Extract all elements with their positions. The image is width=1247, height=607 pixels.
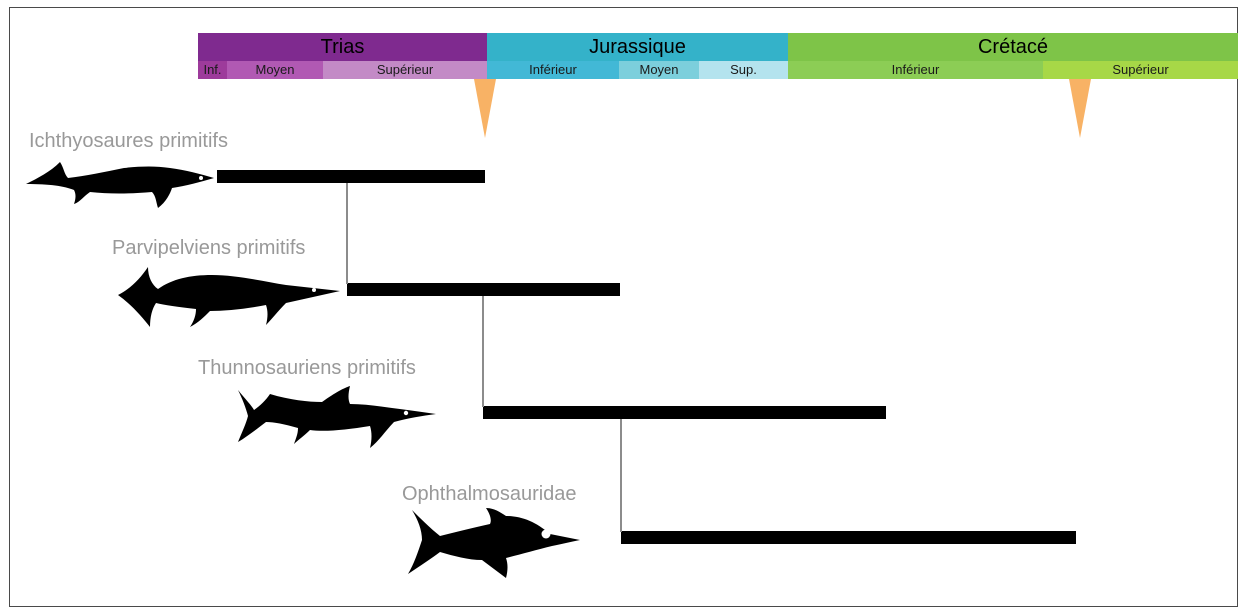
clade-label-ichthyosaures-primitifs: Ichthyosaures primitifs [29,130,228,153]
epoch-cretace-inferieur: Inférieur [788,61,1043,79]
extinction-marker-trias-jurassique [474,79,496,138]
epoch-cretace-superieur: Supérieur [1043,61,1238,79]
extinction-marker-cenomanien [1069,79,1091,138]
tree-connector-3 [620,419,622,532]
period-jurassique: Jurassique [487,33,788,61]
early-thunnosaurian-silhouette [236,386,438,452]
range-bar-thunnosauriens-primitifs [483,406,886,419]
clade-label-ophthalmosauridae: Ophthalmosauridae [402,483,577,506]
clade-label-parvipelviens-primitifs: Parvipelviens primitifs [112,237,305,260]
range-bar-parvipelviens-primitifs [347,283,620,296]
epoch-jurassique-inferieur: Inférieur [487,61,619,79]
tree-connector-1 [346,183,348,284]
epoch-trias-superieur: Supérieur [323,61,487,79]
period-trias: Trias [198,33,487,61]
epoch-jurassique-superieur: Sup. [699,61,788,79]
range-bar-ichthyosaures-primitifs [217,170,485,183]
early-parvipelvian-silhouette [116,265,342,329]
epoch-jurassique-moyen: Moyen [619,61,699,79]
tree-connector-2 [482,296,484,407]
clade-label-thunnosauriens-primitifs: Thunnosauriens primitifs [198,357,416,380]
period-cretace: Crétacé [788,33,1238,61]
early-ichthyosaur-silhouette [24,158,216,214]
epoch-trias-inferieur: Inf. [198,61,227,79]
ophthalmosaurid-silhouette [406,508,582,580]
epoch-trias-moyen: Moyen [227,61,323,79]
range-bar-ophthalmosauridae [621,531,1076,544]
